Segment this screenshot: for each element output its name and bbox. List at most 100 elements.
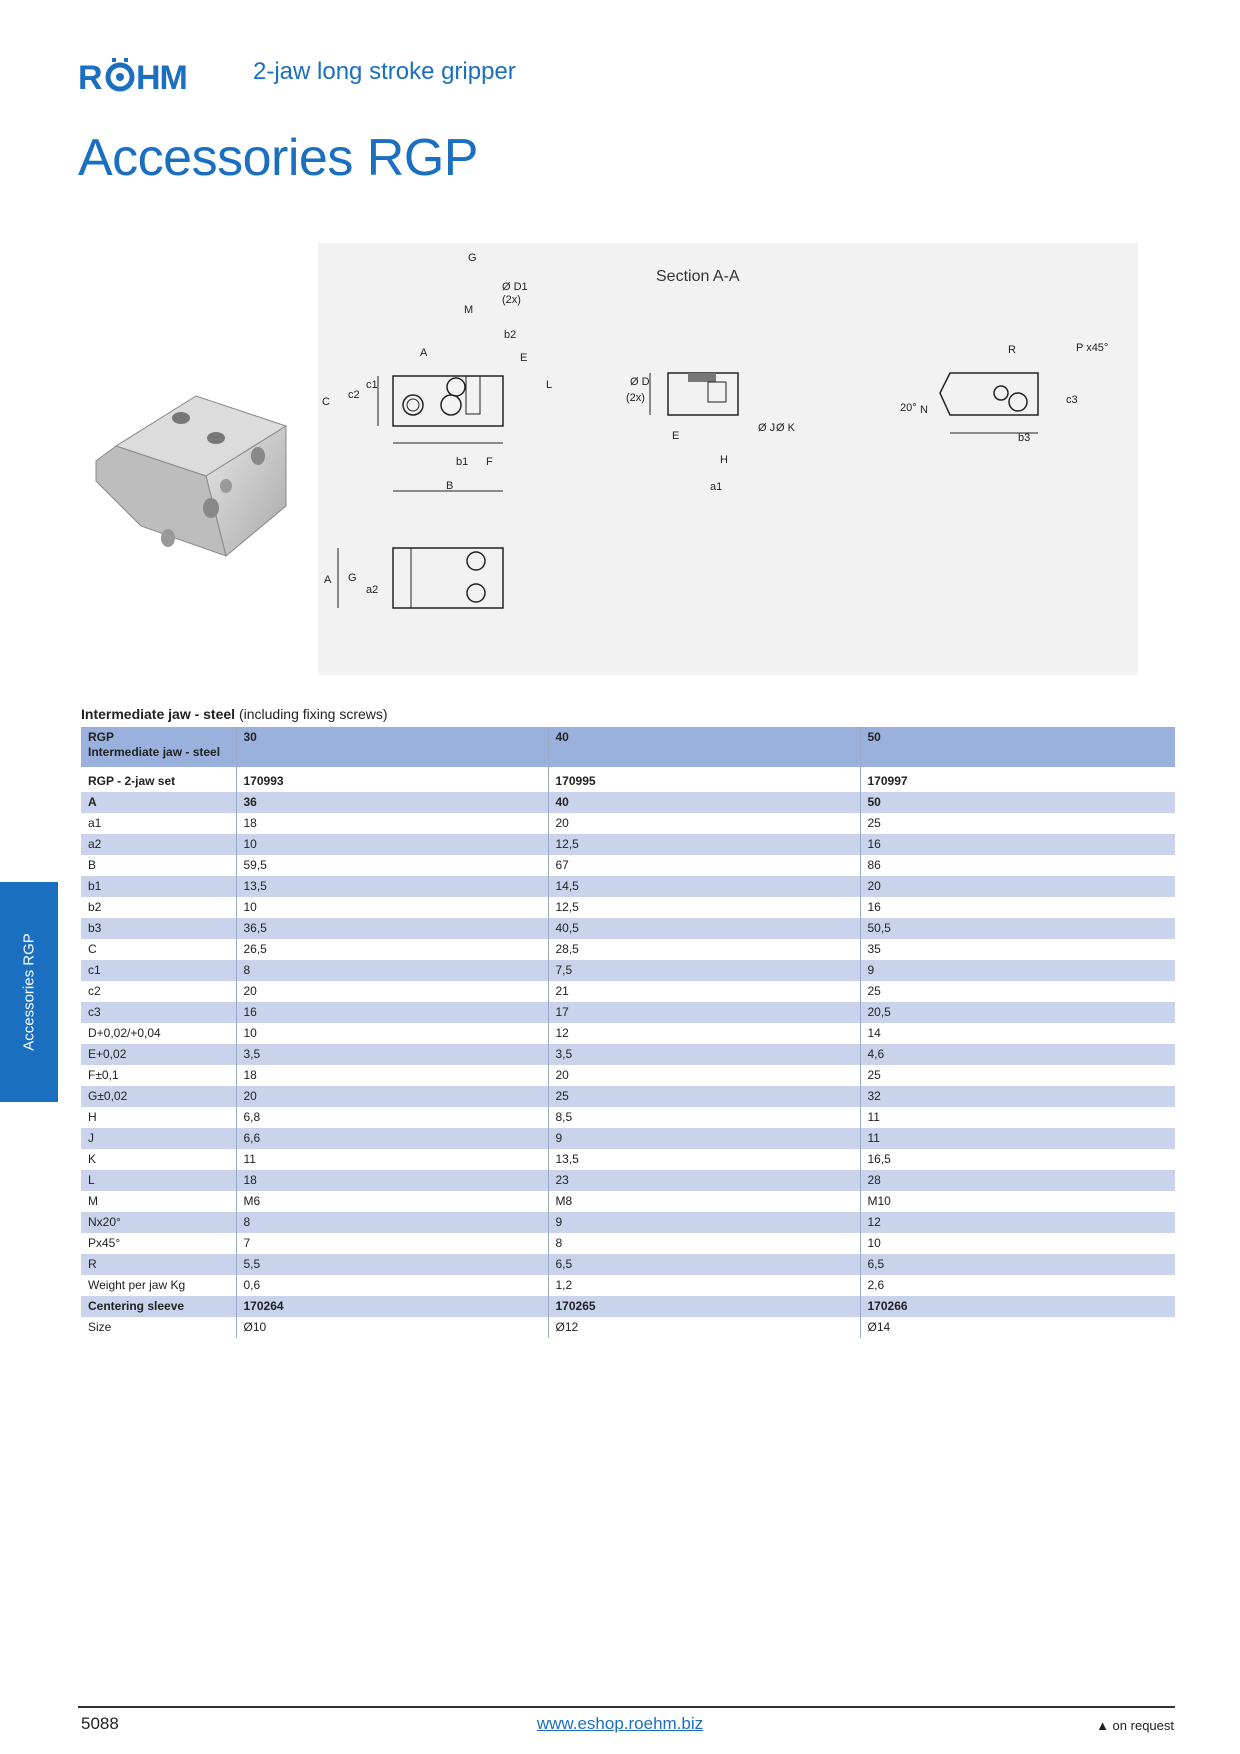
cell-value: 17 <box>547 1002 860 1023</box>
cell-value: 10 <box>859 1233 1175 1254</box>
cell-value: 28,5 <box>547 939 860 960</box>
cell-value: 9 <box>547 1128 860 1149</box>
dim-label: R <box>1008 344 1016 356</box>
row-label: a1 <box>81 813 236 834</box>
cell-value: 12,5 <box>547 834 860 855</box>
row-label: a2 <box>81 834 236 855</box>
page-number: 5088 <box>81 1714 119 1733</box>
cell-value: 11 <box>235 1149 548 1170</box>
cell-value: 1,2 <box>547 1275 860 1296</box>
row-label: B <box>81 855 236 876</box>
cell-value: 11 <box>859 1107 1175 1128</box>
row-label: Weight per jaw Kg <box>81 1275 236 1296</box>
cell-value: 6,8 <box>235 1107 548 1128</box>
cell-value: 16 <box>859 834 1175 855</box>
cell-value: 25 <box>859 981 1175 1002</box>
dim-label: N <box>920 404 928 416</box>
cell-value: 59,5 <box>235 855 548 876</box>
cell-value: 26,5 <box>235 939 548 960</box>
cell-value: 40 <box>547 792 860 813</box>
row-label: H <box>81 1107 236 1128</box>
roehm-logo: R HM <box>78 58 188 92</box>
cell-value: 36,5 <box>235 918 548 939</box>
row-label: M <box>81 1191 236 1212</box>
cell-value: Ø14 <box>859 1317 1175 1338</box>
cell-value: 20 <box>235 981 548 1002</box>
row-label: F±0,1 <box>81 1065 236 1086</box>
cell-value: 12 <box>547 1023 860 1044</box>
cell-value: 14,5 <box>547 876 860 897</box>
dim-label: L <box>546 379 552 391</box>
cell-value: 25 <box>547 1086 860 1107</box>
cell-value: 6,5 <box>547 1254 860 1275</box>
cell-value: Ø10 <box>235 1317 548 1338</box>
dim-label: Ø J <box>758 422 775 434</box>
cell-value: 7,5 <box>547 960 860 981</box>
section-label: Section A-A <box>656 268 740 285</box>
page-title: Accessories RGP <box>78 129 478 187</box>
cell-value: 0,6 <box>235 1275 548 1296</box>
svg-text:HM: HM <box>136 59 187 92</box>
cell-value: 23 <box>547 1170 860 1191</box>
cell-value: 36 <box>235 792 548 813</box>
row-label: G±0,02 <box>81 1086 236 1107</box>
row-label: D+0,02/+0,04 <box>81 1023 236 1044</box>
cell-value: 170264 <box>235 1296 548 1317</box>
dim-label: Ø D1 <box>502 281 528 293</box>
cell-value: 14 <box>859 1023 1175 1044</box>
row-label: C <box>81 939 236 960</box>
dim-label: 20° <box>900 402 917 414</box>
row-label: Nx20° <box>81 1212 236 1233</box>
cell-value: 40,5 <box>547 918 860 939</box>
cell-value: 18 <box>235 1170 548 1191</box>
row-label: E+0,02 <box>81 1044 236 1065</box>
cell-value: 20 <box>547 813 860 834</box>
row-label: Px45° <box>81 1233 236 1254</box>
row-label: c2 <box>81 981 236 1002</box>
dim-label: A <box>324 574 332 586</box>
cell-value: 13,5 <box>547 1149 860 1170</box>
cell-value: M8 <box>547 1191 860 1212</box>
cell-value: 11 <box>859 1128 1175 1149</box>
cell-value: 18 <box>235 813 548 834</box>
cell-value: 32 <box>859 1086 1175 1107</box>
jaw-product-image <box>95 395 288 557</box>
caption-rest: (including fixing screws) <box>238 706 388 722</box>
cell-value: 25 <box>859 813 1175 834</box>
row-label: L <box>81 1170 236 1191</box>
cell-value: 3,5 <box>547 1044 860 1065</box>
dim-label: c1 <box>366 379 378 391</box>
dim-label: E <box>672 430 679 442</box>
cell-value: 170995 <box>547 771 860 792</box>
cell-value: 20 <box>547 1065 860 1086</box>
cell-value: 2,6 <box>859 1275 1175 1296</box>
cell-value: Ø12 <box>547 1317 860 1338</box>
dim-label: a1 <box>710 481 722 493</box>
side-tab-label: Accessories RGP <box>20 933 38 1051</box>
cell-value: 9 <box>547 1212 860 1233</box>
dim-label: (2x) <box>626 392 645 404</box>
row-label: b1 <box>81 876 236 897</box>
svg-text:R: R <box>78 59 102 92</box>
eshop-link[interactable]: www.eshop.roehm.biz <box>536 1714 704 1733</box>
cell-value: 8 <box>235 960 548 981</box>
row-label: b2 <box>81 897 236 918</box>
cell-value: 16 <box>235 1002 548 1023</box>
header-cell: 50 <box>859 727 1175 767</box>
